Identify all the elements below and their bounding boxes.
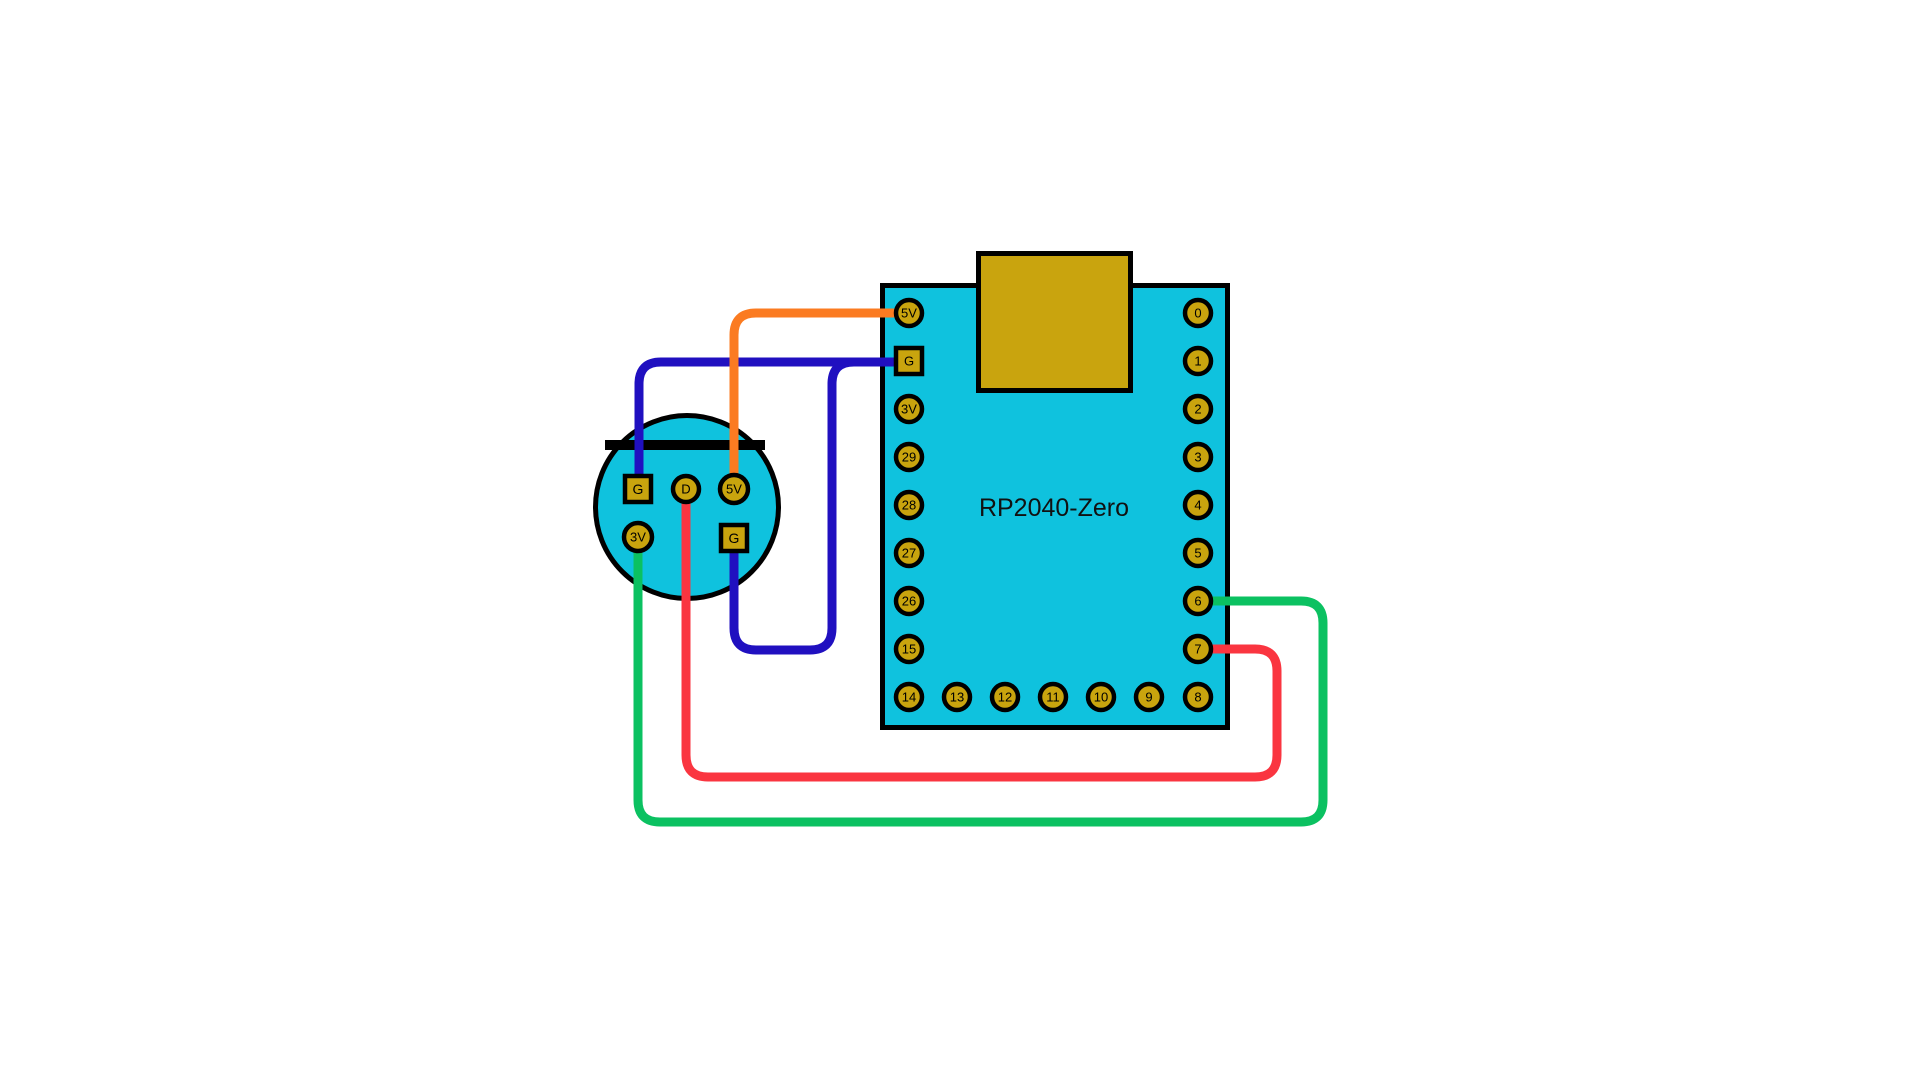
board-pin-8: 8 [1182, 681, 1214, 713]
board-pin-4: 4 [1182, 489, 1214, 521]
pin-pad [1037, 681, 1069, 713]
pin-label: 9 [1145, 690, 1152, 705]
pin-pad [941, 681, 973, 713]
pin-label: 0 [1194, 306, 1201, 321]
board-pin-27: 27 [893, 537, 925, 569]
pin-pad [1182, 297, 1214, 329]
wire-3v-green [633, 537, 1328, 827]
board-pin-9: 9 [1133, 681, 1165, 713]
pin-label: 2 [1194, 402, 1201, 417]
pin-pad [893, 537, 925, 569]
board-pin-11: 11 [1037, 681, 1069, 713]
pin-pad [989, 681, 1021, 713]
pin-pad [893, 297, 925, 329]
board-pin-g: G [893, 345, 925, 377]
wire-data-red [681, 489, 1282, 782]
rp2040-zero-board: RP2040-Zero [880, 251, 1230, 730]
pin-pad [893, 441, 925, 473]
pin-pad [1182, 345, 1214, 377]
sensor-notch-bar [605, 440, 765, 450]
sensor-pins: G D 5V 3V G [621, 472, 751, 554]
pin-label: 27 [902, 546, 916, 561]
board-pin-29: 29 [893, 441, 925, 473]
pin-label: 26 [902, 594, 916, 609]
pin-label: 29 [902, 450, 916, 465]
board-pin-5: 5 [1182, 537, 1214, 569]
board-pin-12: 12 [989, 681, 1021, 713]
sensor-pin-g-bottom: G [718, 522, 750, 554]
board-pin-7: 7 [1182, 633, 1214, 665]
pin-label: 6 [1194, 594, 1201, 609]
pin-pad [1182, 681, 1214, 713]
pin-pad [1133, 681, 1165, 713]
sensor-pin-d: D [670, 473, 702, 505]
board-pin-3: 3 [1182, 441, 1214, 473]
pin-pad [718, 522, 750, 554]
pin-label: 1 [1194, 354, 1201, 369]
pin-label: 4 [1194, 498, 1201, 513]
sensor-pin-3v: 3V [621, 520, 655, 554]
pin-pad [893, 393, 925, 425]
wire-ground-bottom-blue [729, 357, 909, 655]
pin-label: 5V [901, 306, 917, 321]
pin-label: 5 [1194, 546, 1201, 561]
board-pin-0: 0 [1182, 297, 1214, 329]
wire-ground-top-blue [634, 357, 909, 489]
pin-label: 14 [902, 690, 916, 705]
pin-label: G [633, 481, 644, 497]
board-label: RP2040-Zero [979, 494, 1129, 522]
board-pin-15: 15 [893, 633, 925, 665]
pin-pad [1182, 489, 1214, 521]
pin-pad [1182, 393, 1214, 425]
board-pin-14: 14 [893, 681, 925, 713]
pin-label: 10 [1094, 690, 1108, 705]
pin-pad [893, 489, 925, 521]
pin-pad [1182, 537, 1214, 569]
board-pins-right: 0 1 2 3 4 5 6 7 [1182, 297, 1214, 665]
pin-label: G [904, 354, 914, 369]
board-pin-6: 6 [1182, 585, 1214, 617]
pin-label: 15 [902, 642, 916, 657]
board-pin-2: 2 [1182, 393, 1214, 425]
board-pin-1: 1 [1182, 345, 1214, 377]
usb-connector [976, 251, 1133, 393]
pin-pad [1085, 681, 1117, 713]
pin-label: 3 [1194, 450, 1201, 465]
pin-pad [893, 681, 925, 713]
pin-pad [621, 520, 655, 554]
pin-pad [717, 472, 751, 506]
board-pin-28: 28 [893, 489, 925, 521]
pin-pad [670, 473, 702, 505]
pin-pad [1182, 441, 1214, 473]
pin-pad [893, 633, 925, 665]
board-pin-13: 13 [941, 681, 973, 713]
pin-label: 8 [1194, 690, 1201, 705]
pin-pad [1182, 633, 1214, 665]
pin-pad [1182, 585, 1214, 617]
pin-label: 28 [902, 498, 916, 513]
sensor-pin-5v: 5V [717, 472, 751, 506]
pin-label: G [729, 530, 740, 546]
pin-label: 5V [726, 482, 742, 497]
pin-label: 3V [901, 402, 917, 417]
pin-label: 11 [1046, 690, 1060, 705]
board-pin-26: 26 [893, 585, 925, 617]
board-pin-10: 10 [1085, 681, 1117, 713]
pin-label: 3V [630, 530, 646, 545]
wire-5v-orange [729, 308, 909, 489]
board-pins-left: 5V G 3V 29 28 27 26 15 [893, 297, 925, 665]
pin-pad [893, 345, 925, 377]
pin-label: 7 [1194, 642, 1201, 657]
board-pin-3v: 3V [893, 393, 925, 425]
sensor-pin-g-top: G [622, 473, 654, 505]
pin-pad [622, 473, 654, 505]
pin-label: 13 [950, 690, 964, 705]
pin-label: D [681, 482, 690, 497]
pin-pad [893, 585, 925, 617]
board-pin-5v: 5V [893, 297, 925, 329]
board-pins-bottom: 14 13 12 11 10 9 8 [893, 681, 1214, 713]
pin-label: 12 [998, 690, 1012, 705]
